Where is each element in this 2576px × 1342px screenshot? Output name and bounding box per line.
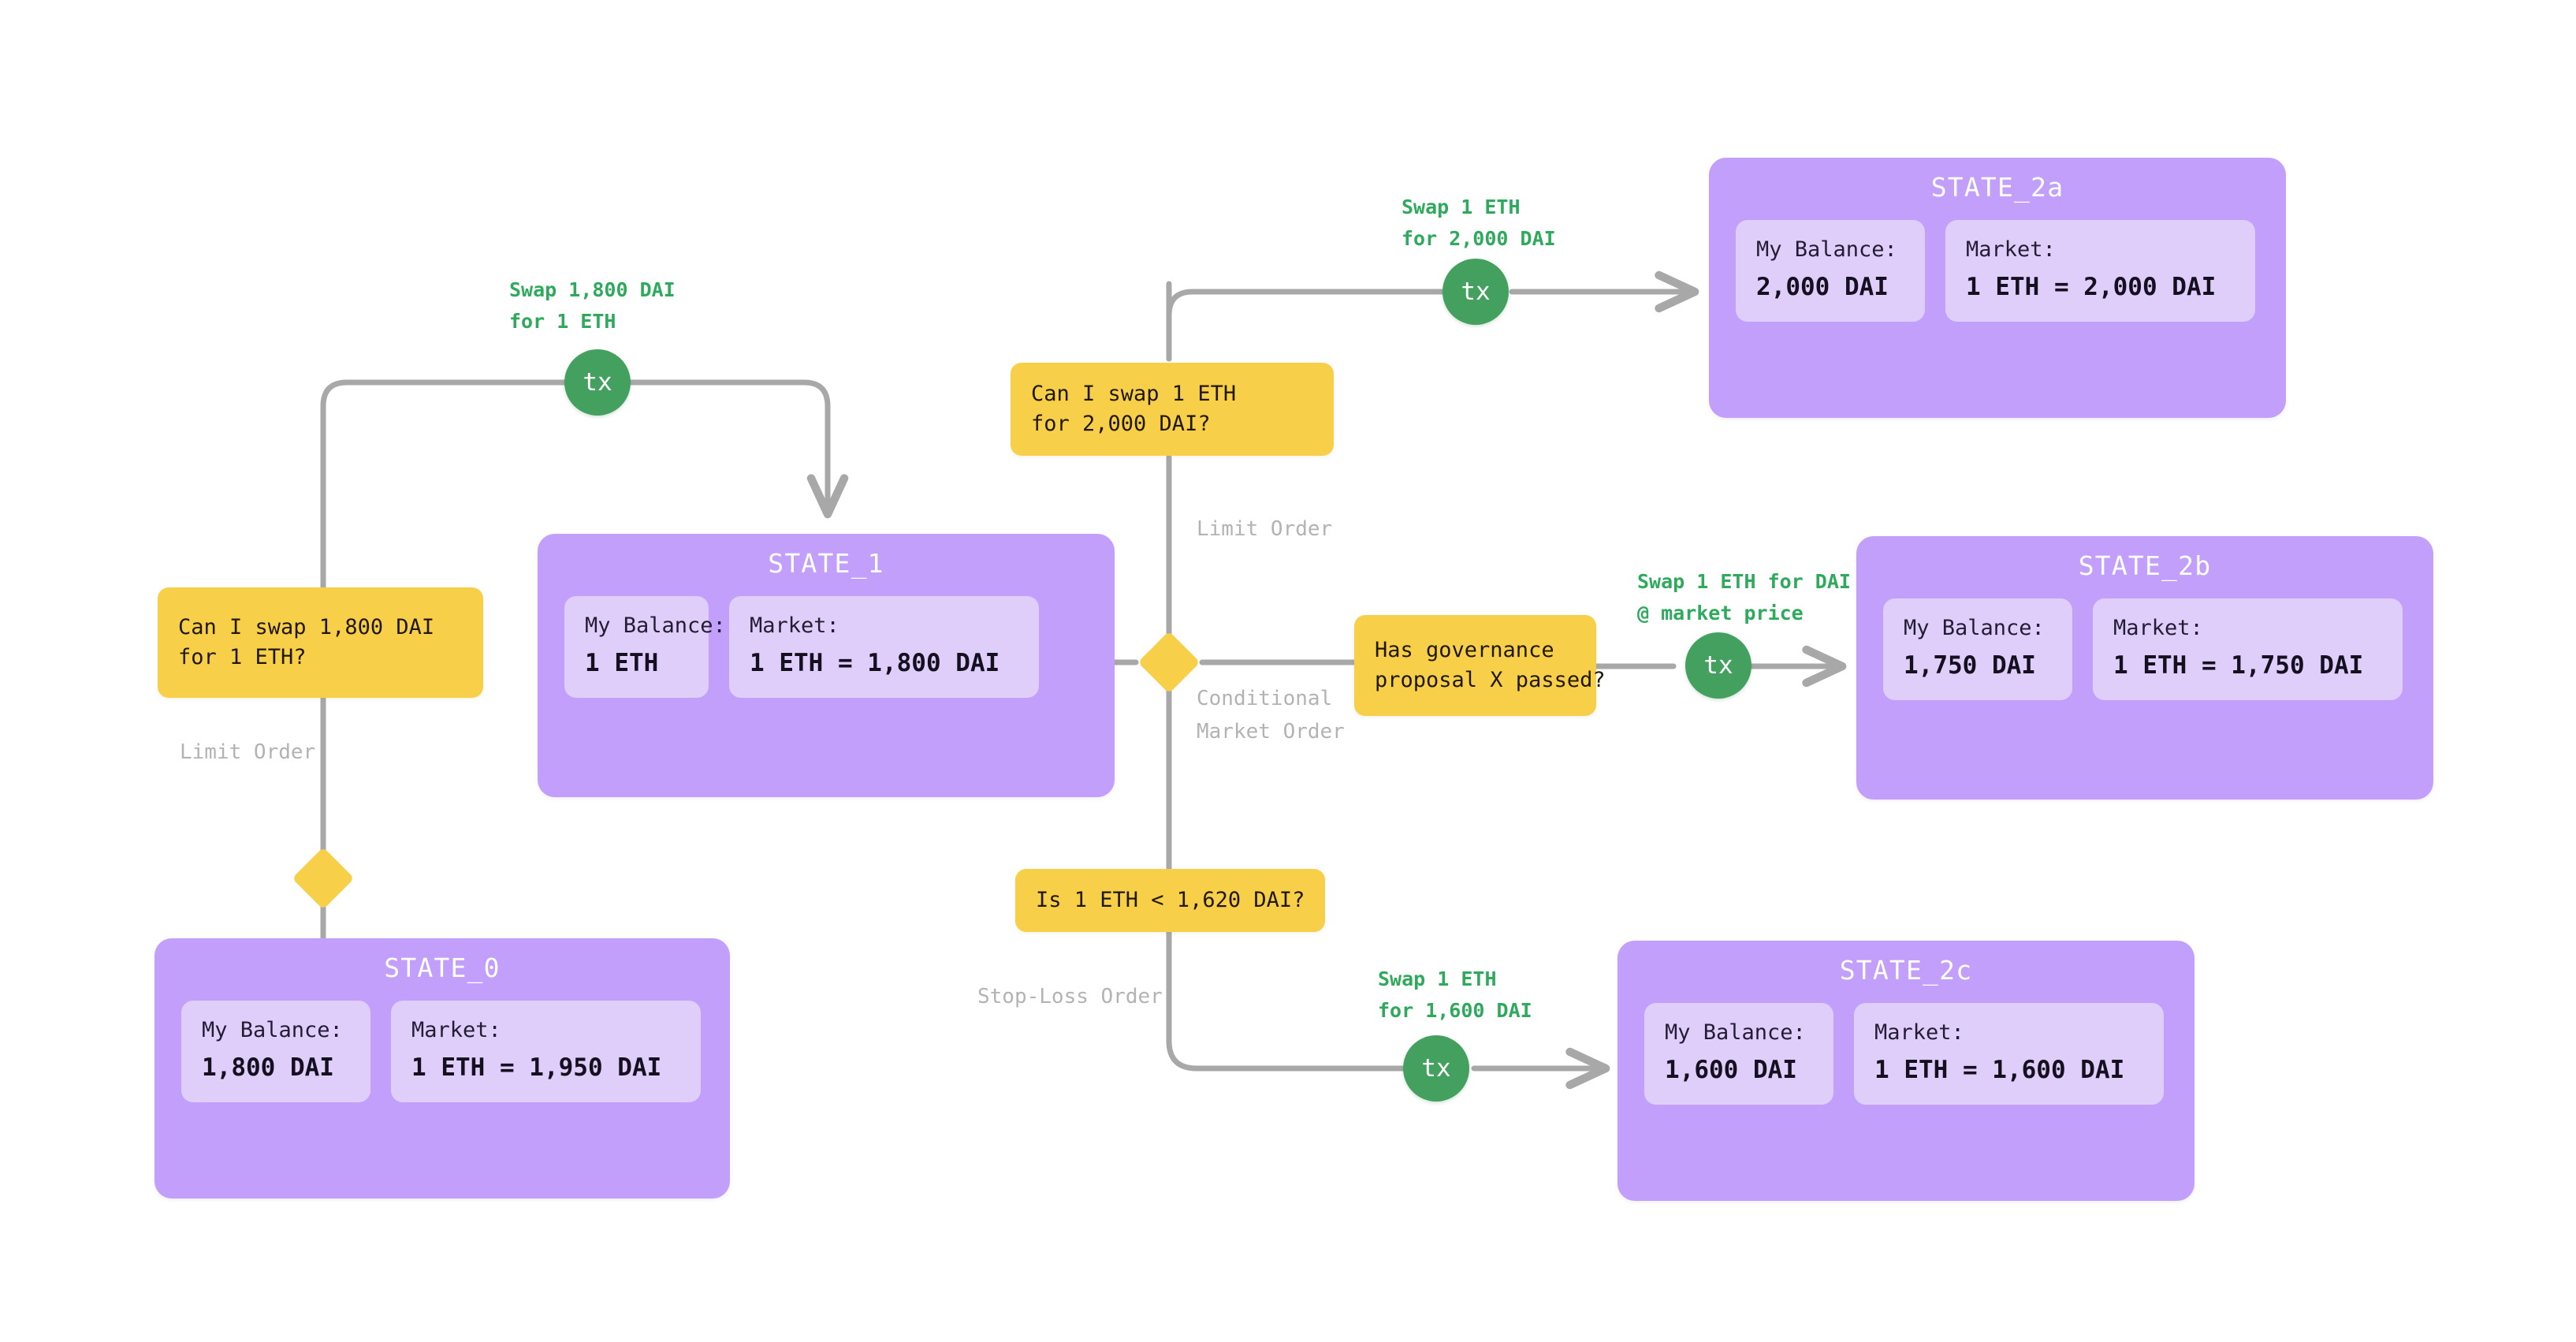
state-card-balance: My Balance: 2,000 DAI <box>1736 220 1925 322</box>
state-card-market: Market: 1 ETH = 1,800 DAI <box>729 596 1039 698</box>
card-label: Market: <box>1966 237 2056 262</box>
tx-node-swap-1600-dai[interactable]: tx <box>1403 1035 1469 1102</box>
question-box-governance[interactable]: Has governance proposal X passed? <box>1354 615 1606 716</box>
tx-label-swap-1-eth-1600: Swap 1 ETH for 1,600 DAI <box>1378 964 1532 1027</box>
tx-label-swap-market-price: Swap 1 ETH for DAI @ market price <box>1637 566 1851 629</box>
card-label: Market: <box>2113 616 2203 640</box>
tx-label-line2: for 1 ETH <box>509 310 616 333</box>
question-line-1: Has governance <box>1375 637 1554 662</box>
card-label: My Balance: <box>1904 616 2045 640</box>
edge-stoploss-to-tx1600 <box>1166 929 1409 1072</box>
card-value: 1 ETH = 2,000 DAI <box>1966 273 2217 301</box>
card-label: Market: <box>750 613 839 638</box>
question-box-stop-loss[interactable]: Is 1 ETH < 1,620 DAI? <box>1015 869 1325 932</box>
order-label-line1: Limit Order <box>180 740 316 764</box>
order-label-line2: Market Order <box>1197 720 1345 744</box>
state-card-market: Market: 1 ETH = 1,750 DAI <box>2093 598 2403 700</box>
card-value: 1,750 DAI <box>1904 651 2036 680</box>
order-label-limit-order-left: Limit Order <box>180 736 315 769</box>
state-cards: My Balance: 1 ETH Market: 1 ETH = 1,800 … <box>564 596 1088 698</box>
state-cards: My Balance: 2,000 DAI Market: 1 ETH = 2,… <box>1736 220 2259 322</box>
tx-node-swap-market-price[interactable]: tx <box>1685 632 1751 699</box>
card-value: 2,000 DAI <box>1756 273 1889 301</box>
tx-label-line2: for 2,000 DAI <box>1402 227 1556 250</box>
card-value: 1 ETH = 1,600 DAI <box>1874 1056 2125 1084</box>
tx-label-line1: Swap 1 ETH <box>1378 967 1497 990</box>
order-label-line1: Stop-Loss Order <box>977 985 1163 1008</box>
tx-node-swap-1800-dai[interactable]: tx <box>564 349 631 416</box>
question-line-2: for 1 ETH? <box>178 645 307 669</box>
tx-label-line2: for 1,600 DAI <box>1378 999 1532 1022</box>
decision-diamond-conditional-market-order[interactable] <box>1137 631 1201 694</box>
question-line-2: for 2,000 DAI? <box>1031 412 1211 436</box>
state-cards: My Balance: 1,800 DAI Market: 1 ETH = 1,… <box>181 1001 703 1102</box>
tx-label-line1: Swap 1 ETH for DAI <box>1637 570 1851 593</box>
state-card-market: Market: 1 ETH = 1,600 DAI <box>1854 1003 2164 1105</box>
state-card-market: Market: 1 ETH = 1,950 DAI <box>391 1001 701 1102</box>
card-value: 1,600 DAI <box>1665 1056 1797 1084</box>
state-box-state-2b: STATE_2b My Balance: 1,750 DAI Market: 1… <box>1856 536 2433 800</box>
tx-label-line1: Swap 1,800 DAI <box>509 278 676 301</box>
card-value: 1,800 DAI <box>202 1053 334 1082</box>
tx-node-swap-2000-dai[interactable]: tx <box>1442 259 1509 325</box>
state-title: STATE_1 <box>768 548 884 579</box>
order-label-stop-loss-order: Stop-Loss Order <box>977 980 1163 1013</box>
state-cards: My Balance: 1,750 DAI Market: 1 ETH = 1,… <box>1883 598 2407 700</box>
state-card-balance: My Balance: 1,800 DAI <box>181 1001 370 1102</box>
state-card-balance: My Balance: 1,600 DAI <box>1644 1003 1833 1105</box>
question-line-1: Can I swap 1,800 DAI <box>178 614 435 639</box>
state-card-market: Market: 1 ETH = 2,000 DAI <box>1945 220 2255 322</box>
state-box-state-0: STATE_0 My Balance: 1,800 DAI Market: 1 … <box>154 938 730 1198</box>
state-box-state-1: STATE_1 My Balance: 1 ETH Market: 1 ETH … <box>538 534 1115 797</box>
tx-label-line2: @ market price <box>1637 602 1804 624</box>
question-box-swap-1800-dai[interactable]: Can I swap 1,800 DAI for 1 ETH? <box>158 587 483 698</box>
card-label: Market: <box>411 1018 501 1042</box>
tx-label-swap-1800-dai: Swap 1,800 DAI for 1 ETH <box>509 274 676 337</box>
card-value: 1 ETH = 1,750 DAI <box>2113 651 2364 680</box>
state-card-balance: My Balance: 1,750 DAI <box>1883 598 2072 700</box>
card-value: 1 ETH <box>585 649 659 677</box>
state-title: STATE_2b <box>2078 550 2212 581</box>
decision-diamond-limit-order[interactable] <box>292 847 355 910</box>
card-label: My Balance: <box>1756 237 1897 262</box>
order-label-conditional-market-order: Conditional Market Order <box>1197 682 1345 748</box>
question-line-1: Can I swap 1 ETH <box>1031 381 1237 406</box>
state-title: STATE_2c <box>1839 955 1973 986</box>
card-value: 1 ETH = 1,800 DAI <box>750 649 1000 677</box>
order-label-limit-order-center: Limit Order <box>1197 513 1332 546</box>
state-cards: My Balance: 1,600 DAI Market: 1 ETH = 1,… <box>1644 1003 2168 1105</box>
edge-tx1800-to-question <box>320 379 574 598</box>
tx-label-swap-1-eth-2000: Swap 1 ETH for 2,000 DAI <box>1402 192 1556 255</box>
state-box-state-2c: STATE_2c My Balance: 1,600 DAI Market: 1… <box>1617 941 2194 1201</box>
state-card-balance: My Balance: 1 ETH <box>564 596 726 698</box>
tx-label-line1: Swap 1 ETH <box>1402 196 1521 218</box>
card-label: My Balance: <box>202 1018 343 1042</box>
edge-tx1800-to-state1 <box>627 379 849 519</box>
state-title: STATE_2a <box>1930 172 2064 203</box>
question-line-2: proposal X passed? <box>1375 668 1606 692</box>
card-value: 1 ETH = 1,950 DAI <box>411 1053 662 1082</box>
order-label-line1: Limit Order <box>1197 517 1333 541</box>
edge-center-to-tx2000 <box>1166 289 1448 362</box>
state-title: STATE_0 <box>384 952 501 983</box>
question-box-swap-1-eth[interactable]: Can I swap 1 ETH for 2,000 DAI? <box>1011 363 1334 456</box>
order-label-line1: Conditional <box>1197 687 1333 710</box>
card-label: My Balance: <box>1665 1020 1806 1045</box>
card-label: Market: <box>1874 1020 1964 1045</box>
state-box-state-2a: STATE_2a My Balance: 2,000 DAI Market: 1… <box>1709 158 2286 418</box>
card-label: My Balance: <box>585 613 726 638</box>
question-line-1: Is 1 ETH < 1,620 DAI? <box>1036 887 1305 912</box>
